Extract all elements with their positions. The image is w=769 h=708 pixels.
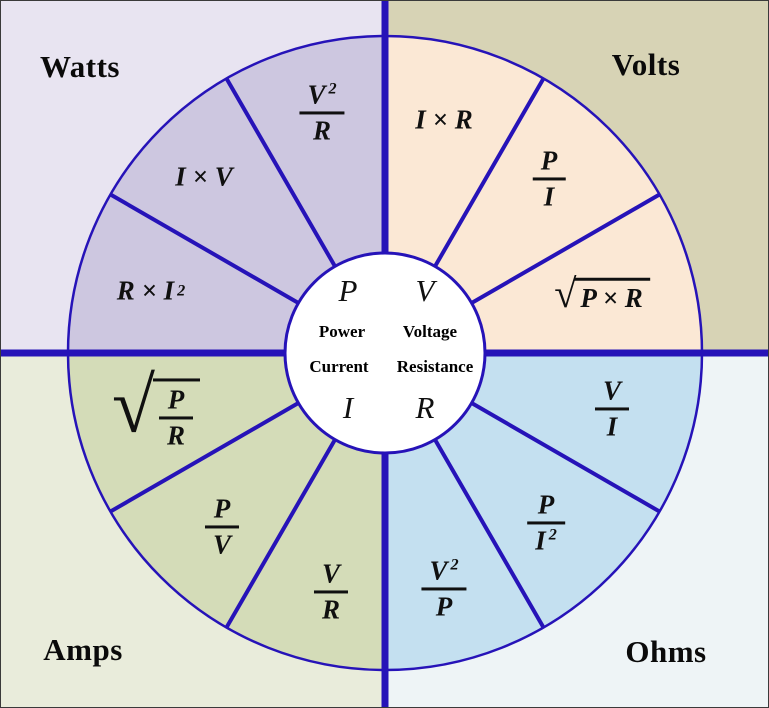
fraction-denominator: I xyxy=(543,181,555,212)
radicand: P × R xyxy=(574,277,650,314)
center-power-symbol: P xyxy=(338,273,358,308)
center-voltage-label: Voltage xyxy=(402,322,458,341)
variable: I xyxy=(535,525,546,556)
fraction-denominator: R xyxy=(312,115,332,146)
expression: R × I xyxy=(116,275,175,306)
radical-sign-icon: √ xyxy=(112,361,155,449)
fraction-numerator: P xyxy=(540,145,558,176)
variable: V xyxy=(429,555,448,586)
fraction: V I xyxy=(594,375,630,442)
fraction-denominator: P xyxy=(435,591,453,622)
ohms-divider-line-1 xyxy=(433,438,546,629)
formula-v-over-r: V R xyxy=(313,558,349,625)
formula-v-over-i: V I xyxy=(594,375,630,442)
volts-quadrant-label: Volts xyxy=(611,47,681,82)
variable: V xyxy=(307,79,326,110)
formula-sqrt-p-over-r: √ P R xyxy=(112,361,200,451)
fraction-bar xyxy=(204,525,240,529)
exponent: 2 xyxy=(177,281,186,300)
fraction-bar xyxy=(313,590,349,594)
exponent: 2 xyxy=(548,525,557,544)
watts-sector xyxy=(68,36,385,353)
amps-sector xyxy=(68,353,385,670)
fraction-bar xyxy=(421,587,467,591)
volts-sector xyxy=(385,36,702,353)
center-current-symbol: I xyxy=(342,390,354,425)
center-voltage-symbol: V xyxy=(415,273,435,308)
fraction: P R xyxy=(158,384,193,451)
fraction-numerator: V xyxy=(602,375,622,406)
fraction-numerator: P xyxy=(213,493,231,524)
ohms-divider-line-2 xyxy=(470,401,661,514)
radical-sign-icon: √ xyxy=(554,270,577,316)
fraction: P I xyxy=(532,145,566,212)
fraction-denominator: R xyxy=(321,594,341,625)
ohms-quadrant-label: Ohms xyxy=(625,634,707,669)
formula-i-times-r: I × R xyxy=(415,105,472,136)
amps-divider-line-2 xyxy=(224,438,337,629)
radicand: P R xyxy=(152,378,200,451)
center-circle xyxy=(285,253,485,453)
fraction-bar xyxy=(299,111,345,115)
square-root: √ P R xyxy=(112,361,200,451)
formula-i-times-v: I × V xyxy=(175,162,232,193)
center-power-label: Power xyxy=(318,322,366,341)
fraction: V R xyxy=(313,558,349,625)
exponent: 2 xyxy=(450,555,459,574)
fraction-bar xyxy=(594,407,630,411)
amps-divider-line-1 xyxy=(109,401,300,514)
fraction-bar xyxy=(158,416,193,420)
fraction-denominator: I xyxy=(606,411,618,442)
volts-divider-line-2 xyxy=(470,192,661,305)
watts-quadrant-label: Watts xyxy=(40,49,120,84)
center-resistance-symbol: R xyxy=(415,390,435,425)
fraction-denominator: R xyxy=(166,420,185,451)
formula-p-over-v: P V xyxy=(204,493,240,560)
amps-quadrant-label: Amps xyxy=(43,632,123,667)
watts-divider-line-2 xyxy=(109,192,300,305)
fraction-numerator: P xyxy=(537,489,555,520)
expression: I × V xyxy=(175,161,233,192)
formula-p-over-i: P I xyxy=(532,145,566,212)
center-current-label: Current xyxy=(309,357,369,376)
center-circle-border xyxy=(283,251,487,455)
fraction-numerator: P xyxy=(167,384,185,415)
square-root: √ P × R xyxy=(554,270,650,316)
center-resistance-label: Resistance xyxy=(396,357,474,376)
fraction-denominator: V xyxy=(212,529,232,560)
exponent: 2 xyxy=(328,79,337,98)
fraction: P V xyxy=(204,493,240,560)
fraction-numerator: V xyxy=(321,558,341,589)
fraction-bar xyxy=(532,177,566,181)
watts-divider-line-1 xyxy=(224,77,337,268)
expression: I × R xyxy=(415,104,473,135)
formula-sqrt-p-times-r: √ P × R xyxy=(554,270,650,316)
ohms-sector xyxy=(385,353,702,670)
volts-divider-line-1 xyxy=(433,77,546,268)
fraction-bar xyxy=(527,521,565,525)
